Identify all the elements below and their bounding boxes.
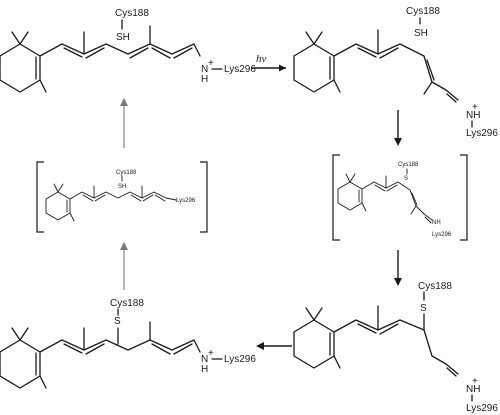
plus-charge-2: + — [472, 102, 478, 113]
polyene-chain-intermediate-left — [69, 191, 177, 201]
nh-label-3: NH — [466, 384, 480, 395]
gem-methyl-b — [19, 31, 29, 45]
bracket-left-1 — [36, 161, 44, 233]
lys296-label-3: Lys296 — [466, 403, 498, 414]
arrow-up-upper — [120, 98, 128, 148]
arrow-down-2 — [394, 250, 402, 286]
ring-methyl — [39, 79, 47, 93]
molecule-top-left: N H + Lys296 Cys188 SH — [0, 8, 256, 93]
arrow-up-lower — [120, 242, 128, 290]
arrow-left-bottom — [256, 342, 292, 350]
lys296-label-4: Lys296 — [224, 354, 256, 365]
molecule-bottom-right: S Cys188 + NH Lys296 — [293, 281, 498, 414]
polyene-chain-top-left — [39, 43, 195, 57]
ring-top-right — [293, 43, 335, 93]
s-label-4: S — [114, 316, 121, 327]
cys188-label-2: Cys188 — [406, 6, 440, 17]
s-label-3: S — [420, 303, 427, 314]
sh-label: SH — [116, 32, 130, 43]
molecule-top-right: + NH Lys296 Cys188 SH — [293, 6, 498, 139]
gem-methyl-a — [11, 31, 21, 45]
arrow-down-1 — [394, 110, 402, 146]
polyene-chain-bottom-right — [333, 319, 459, 375]
photon-arrow: hν — [251, 53, 286, 72]
cys188-label-3: Cys188 — [418, 281, 452, 292]
plus-charge-4: + — [208, 348, 214, 359]
cys188-label-int-right: Cys188 — [398, 162, 419, 168]
sh-label-2: SH — [414, 28, 428, 39]
plus-charge-3: + — [472, 376, 478, 387]
lys296-label: Lys296 — [224, 64, 256, 75]
intermediate-left: Cys188 SH Lys296 — [36, 161, 208, 233]
lys296-label-int-left: Lys296 — [176, 198, 196, 204]
intermediate-right: Cys188 S NH Lys296 — [332, 154, 468, 241]
polyene-chain-bottom-left — [39, 339, 195, 353]
bracket-left-2 — [332, 154, 340, 241]
polyene-chain-top-right — [333, 43, 459, 101]
hydrogen-label: H — [201, 74, 208, 85]
nitrogen-label-4: N — [201, 354, 208, 365]
s-label-int-right: S — [404, 176, 408, 182]
lys296-label-2: Lys296 — [466, 128, 498, 139]
ring-top-left — [0, 43, 41, 93]
cys188-label: Cys188 — [115, 8, 149, 19]
polyene-chain-intermediate-right — [361, 181, 433, 221]
nitrogen-label: N — [201, 64, 208, 75]
cys188-label-4: Cys188 — [110, 298, 144, 309]
nh-label-2: NH — [466, 110, 480, 121]
ring-bottom-right — [293, 319, 335, 369]
bracket-right-1 — [200, 161, 208, 233]
ring-bottom-left — [0, 339, 41, 389]
sh-label-int-left: SH — [118, 184, 126, 190]
arrow-head-right — [279, 64, 286, 72]
cys188-label-int-left: Cys188 — [116, 170, 137, 176]
plus-charge: + — [208, 58, 214, 69]
hydrogen-label-4: H — [201, 364, 208, 375]
molecule-bottom-left: S Cys188 N H + Lys296 — [0, 298, 256, 389]
bracket-right-2 — [460, 154, 468, 241]
hv-label: hν — [256, 53, 267, 65]
nh-label-int-right: NH — [432, 220, 441, 226]
lys296-label-int-right: Lys296 — [432, 232, 452, 238]
